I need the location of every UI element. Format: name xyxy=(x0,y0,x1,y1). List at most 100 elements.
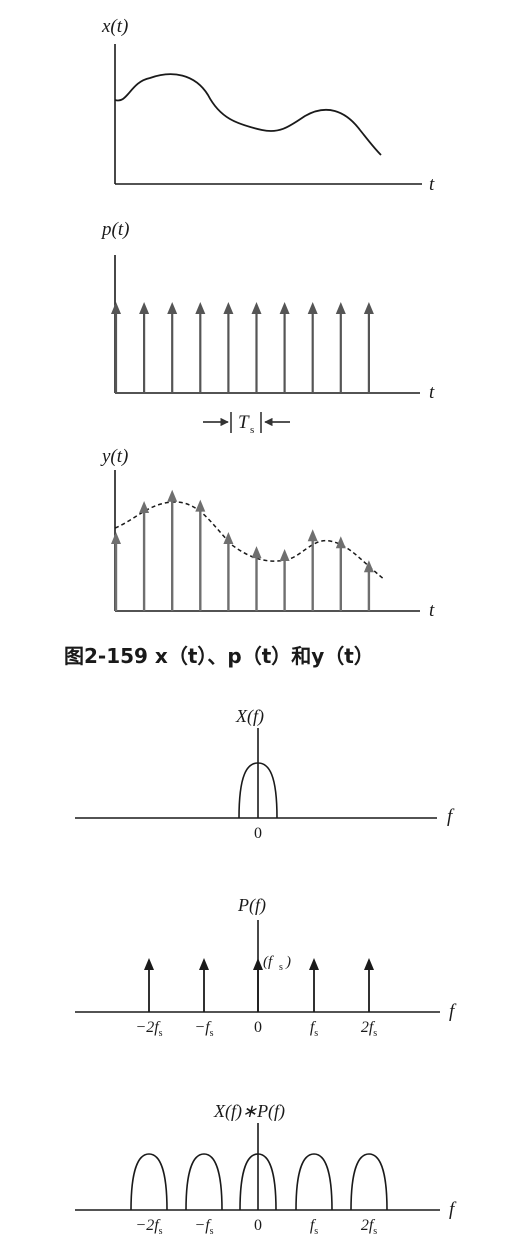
p-t-impulse-head xyxy=(307,302,318,314)
p-t-impulse xyxy=(335,302,346,393)
period-subscript: s xyxy=(250,424,254,436)
y-t-sample xyxy=(111,532,121,611)
frequency-tick-label: 2fs xyxy=(361,1019,377,1039)
conv-spectrum-lobe xyxy=(295,1153,333,1211)
p-t-impulse-head xyxy=(335,302,346,314)
p-t-impulse-head xyxy=(223,302,234,314)
p-t-impulse-head xyxy=(279,302,290,314)
p-t-impulse-head xyxy=(195,302,206,314)
period-label: T xyxy=(238,412,250,433)
panel-y-of-t: y(t) t xyxy=(100,446,435,621)
y-t-sample xyxy=(139,501,150,611)
P-f-impulse-head xyxy=(144,958,154,970)
y-t-label: y(t) xyxy=(100,446,128,467)
y-t-sample-head xyxy=(279,548,290,561)
P-f-impulses xyxy=(144,958,374,1012)
frequency-tick-label: 0 xyxy=(254,1217,262,1234)
frequency-tick-label: −fs xyxy=(194,1019,213,1039)
y-t-sample-head xyxy=(167,489,178,502)
p-t-impulse-head xyxy=(363,302,374,314)
frequency-tick-label: −fs xyxy=(194,1217,213,1237)
p-t-impulse xyxy=(111,302,121,393)
P-f-impulse xyxy=(253,958,263,1012)
conv-spectrum-lobe xyxy=(185,1153,223,1211)
y-t-sample-head xyxy=(307,529,318,542)
y-t-sample-head xyxy=(111,532,121,545)
conv-spectrum-lobe xyxy=(130,1153,168,1211)
y-t-sample xyxy=(251,546,262,611)
impulse-weight-close: ) xyxy=(285,954,291,970)
p-t-impulse xyxy=(223,302,234,393)
figure-caption: 图2-159 x（t）、p（t）和y（t） xyxy=(64,644,374,668)
P-f-impulse-head xyxy=(199,958,209,970)
p-t-impulse-head xyxy=(139,302,150,314)
impulse-weight-label: (f xyxy=(263,954,274,970)
p-t-impulse-head xyxy=(111,302,121,314)
y-t-sample-head xyxy=(223,532,234,545)
X-f-spectrum-lobe xyxy=(238,762,278,819)
p-t-impulse xyxy=(363,302,374,393)
P-f-tick-labels: −2fs −fs 0 fs 2fs xyxy=(135,1019,377,1039)
y-t-sample-head xyxy=(251,546,262,559)
p-t-label: p(t) xyxy=(100,219,129,240)
conv-spectrum-lobe xyxy=(350,1153,388,1211)
y-t-envelope xyxy=(114,501,386,581)
frequency-tick-label: −2fs xyxy=(135,1019,162,1039)
y-t-sample-head xyxy=(363,560,374,573)
p-t-impulse-head xyxy=(251,302,262,314)
frequency-tick-label: −2fs xyxy=(135,1217,162,1237)
y-t-time-label: t xyxy=(429,600,435,621)
P-f-impulse-head xyxy=(309,958,319,970)
frequency-tick-label: fs xyxy=(310,1217,318,1237)
X-f-origin-label: 0 xyxy=(254,825,262,842)
x-t-label: x(t) xyxy=(101,16,128,37)
p-t-time-label: t xyxy=(429,382,435,403)
y-t-samples xyxy=(111,489,374,611)
p-t-impulse xyxy=(279,302,290,393)
p-t-impulse xyxy=(139,302,150,393)
panel-P-of-f: P(f) f (f s ) −2fs −fs 0 fs 2fs xyxy=(75,895,457,1039)
period-indicator: T s xyxy=(203,412,290,436)
X-f-frequency-label: f xyxy=(447,806,455,827)
conv-frequency-label: f xyxy=(449,1199,457,1220)
p-t-impulse-train xyxy=(111,302,374,393)
y-t-sample xyxy=(195,499,206,611)
p-t-impulse xyxy=(195,302,206,393)
p-t-impulse xyxy=(167,302,178,393)
y-t-sample-head xyxy=(195,499,206,512)
x-t-waveform xyxy=(114,73,382,156)
P-f-impulse xyxy=(144,958,154,1012)
y-t-sample xyxy=(307,529,318,611)
y-t-sample xyxy=(363,560,374,611)
frequency-tick-label: fs xyxy=(310,1019,318,1039)
conv-label: X(f)∗P(f) xyxy=(213,1101,285,1122)
P-f-impulse xyxy=(364,958,374,1012)
conv-tick-labels: −2fs −fs 0 fs 2fs xyxy=(135,1217,377,1237)
y-t-sample-head xyxy=(139,501,150,514)
P-f-impulse-head xyxy=(364,958,374,970)
p-t-impulse-head xyxy=(167,302,178,314)
panel-p-of-t: p(t) t T s xyxy=(100,219,435,436)
y-t-sample xyxy=(279,548,290,611)
P-f-impulse xyxy=(199,958,209,1012)
y-t-sample-head xyxy=(335,536,346,549)
p-t-impulse xyxy=(251,302,262,393)
frequency-tick-label: 0 xyxy=(254,1019,262,1036)
P-f-label: P(f) xyxy=(237,895,266,916)
x-t-time-label: t xyxy=(429,174,435,195)
panel-X-of-f: X(f) f 0 xyxy=(75,706,455,842)
P-f-frequency-label: f xyxy=(449,1001,457,1022)
impulse-weight-subscript: s xyxy=(279,962,283,973)
impulse-weight-annotation: (f s ) xyxy=(263,954,291,973)
P-f-impulse xyxy=(309,958,319,1012)
y-t-sample xyxy=(335,536,346,611)
panel-convolution: X(f)∗P(f) f −2fs −fs 0 fs 2fs xyxy=(75,1101,457,1237)
conv-spectrum-lobe xyxy=(239,1153,277,1211)
P-f-impulse-head xyxy=(253,958,263,970)
frequency-tick-label: 2fs xyxy=(361,1217,377,1237)
conv-spectrum-replicas xyxy=(130,1153,388,1211)
X-f-label: X(f) xyxy=(235,706,264,727)
p-t-impulse xyxy=(307,302,318,393)
y-t-sample xyxy=(223,532,234,611)
